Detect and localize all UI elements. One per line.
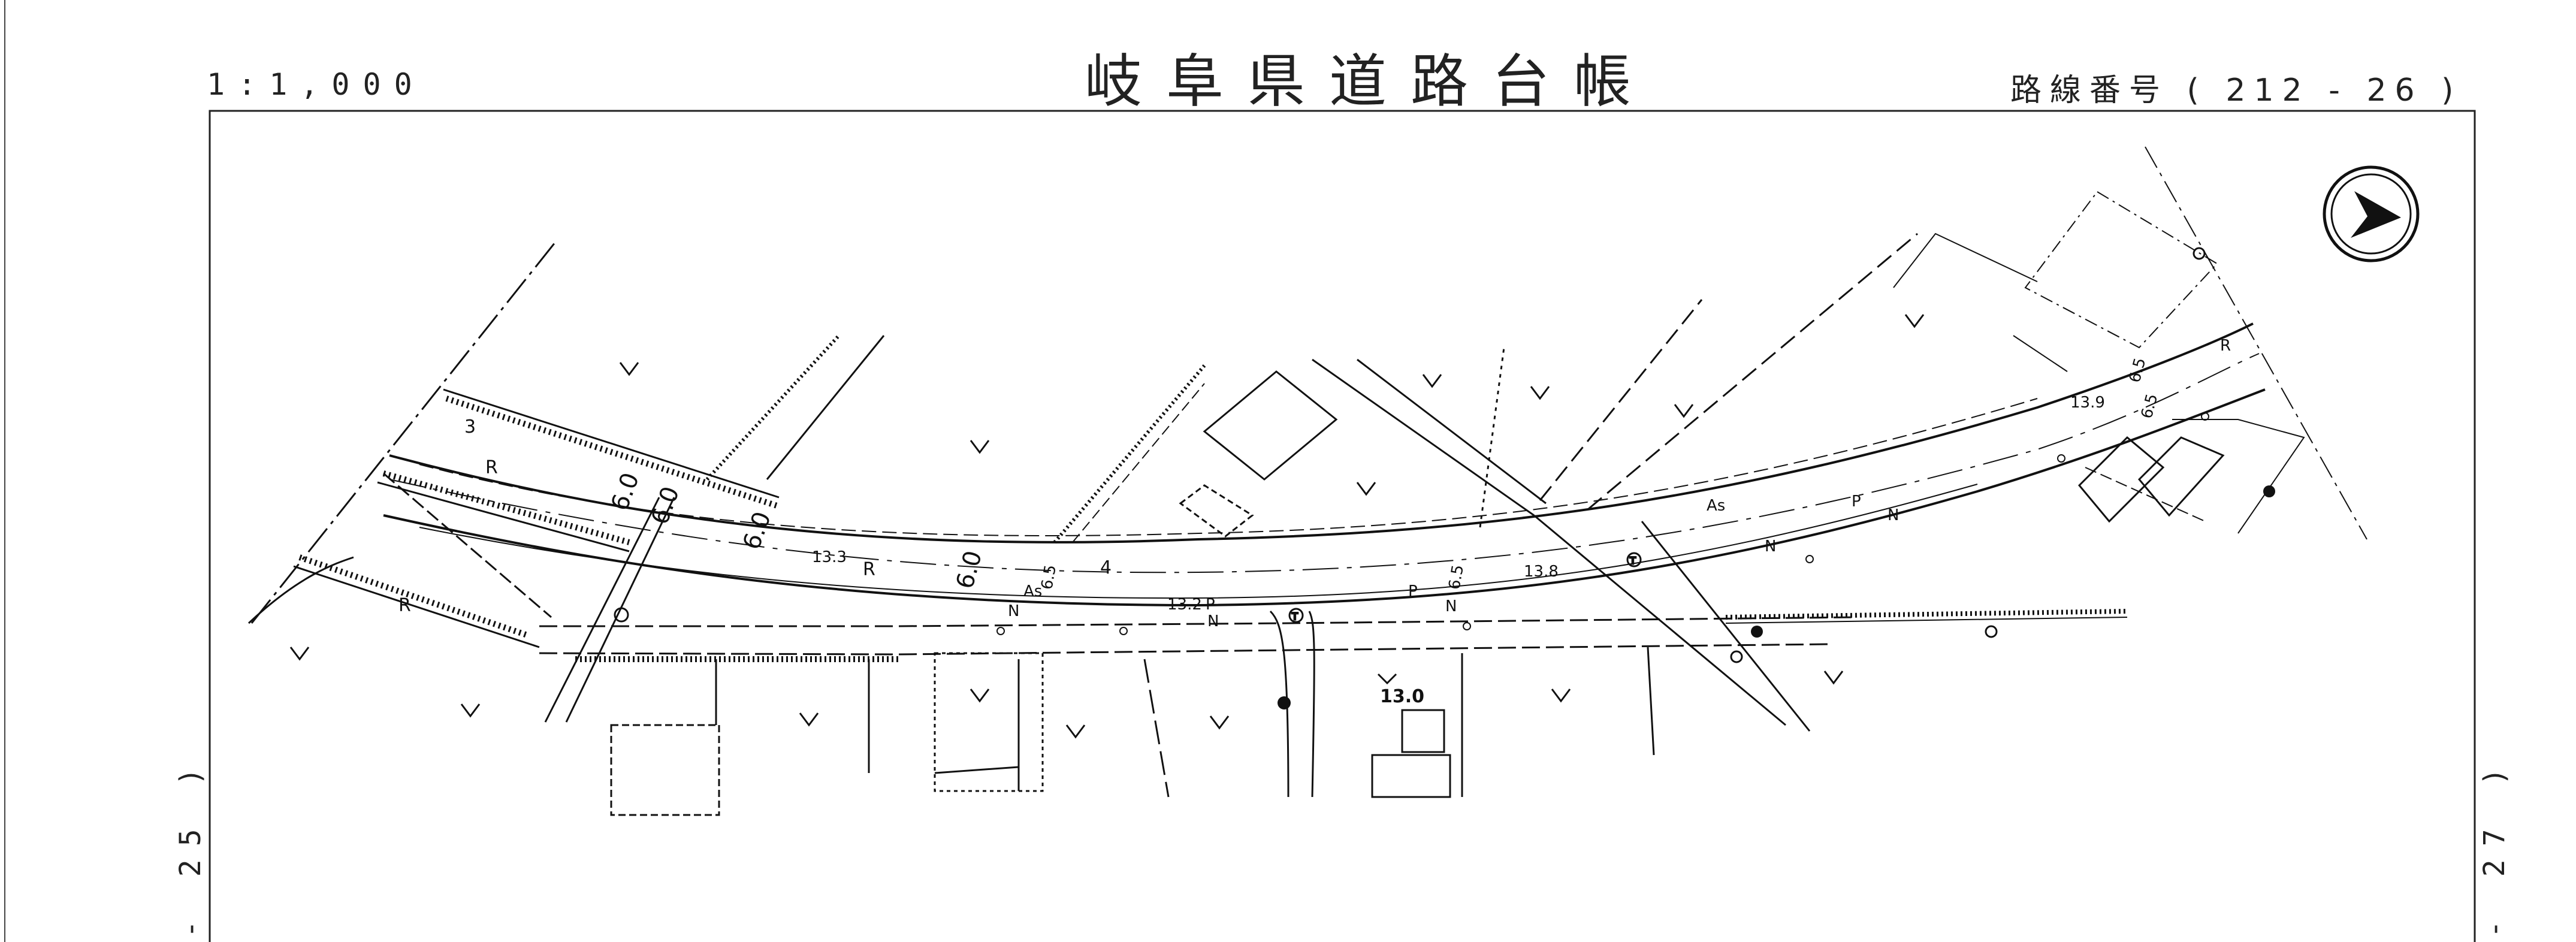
- edge-code: R: [398, 595, 411, 616]
- edge-code: N: [1445, 597, 1457, 615]
- edge-code: R: [2220, 337, 2231, 355]
- number-label: 4: [1100, 557, 1112, 578]
- parcel-boundaries-right: [1893, 146, 2367, 540]
- width-label: 6.5: [2138, 392, 2162, 421]
- width-label: 6.5: [2126, 356, 2150, 385]
- edge-code: P: [2223, 353, 2224, 354]
- edge-code: N: [1207, 612, 1219, 630]
- edge-code: N: [1008, 602, 1019, 620]
- field-mark-icon: [1823, 671, 1844, 685]
- hatched-wall-right: [1725, 609, 2128, 620]
- buildings: [610, 370, 2225, 816]
- surface-label: As: [1707, 497, 1725, 515]
- svg-text:T: T: [1629, 555, 1636, 566]
- route-value: ( 212 - 26 ): [2187, 73, 2462, 108]
- svg-text:T: T: [1291, 611, 1298, 622]
- embankment-left: [247, 239, 1206, 648]
- elevation-label: 13.9: [2070, 394, 2105, 412]
- width-label: 6.0: [738, 508, 777, 554]
- field-mark-icon: [1904, 314, 1925, 328]
- field-mark-icon: [1530, 386, 1550, 400]
- field-mark-icon: [1209, 715, 1230, 730]
- field-mark-icon: [1065, 724, 1086, 739]
- width-label: 6.5: [1445, 563, 1467, 591]
- building: [2137, 436, 2225, 517]
- building: [1179, 484, 1254, 538]
- field-mark-icon: [619, 362, 639, 376]
- sheet-ref-right: - 27 ): [2478, 754, 2511, 938]
- building: [934, 652, 1044, 792]
- surface-label: As: [1023, 582, 1042, 600]
- manhole-icon: T: [1626, 552, 1642, 567]
- lower-road: [539, 609, 2128, 662]
- edge-ticks: [996, 412, 2209, 635]
- edge-code: P: [1408, 582, 1418, 600]
- route-number: 路線番号 ( 212 - 26 ): [2010, 65, 2462, 110]
- side-street-center: [1269, 233, 1918, 798]
- north-arrow-icon: [2323, 165, 2420, 262]
- road-north-edge: [389, 322, 2254, 544]
- field-mark-icon: [1422, 374, 1442, 388]
- field-mark-icon: [460, 704, 481, 718]
- manhole-icon: T: [1288, 608, 1304, 623]
- field-mark-icon: [1377, 673, 1397, 685]
- building: [2077, 436, 2165, 523]
- building: [610, 724, 720, 816]
- manhole-icon: [614, 607, 629, 623]
- width-label: 6.0: [606, 469, 645, 515]
- edge-code: P: [1852, 493, 1861, 511]
- width-label: 6.5: [1038, 563, 1060, 591]
- edge-code: R: [485, 457, 498, 478]
- building: [1203, 370, 1338, 481]
- elevation-label: 13.3: [812, 548, 847, 566]
- map-frame: [209, 110, 2476, 942]
- sidewalk-south: [419, 484, 1978, 599]
- edge-code: R: [863, 559, 875, 580]
- field-mark-icon: [970, 440, 990, 454]
- page-title: 岐阜県道路台帳: [1085, 48, 1655, 115]
- side-street-left: [383, 472, 675, 723]
- edge-code: P: [1206, 596, 1215, 614]
- field-mark-icon: [799, 712, 819, 727]
- utility-pole-icon: [1278, 247, 2275, 709]
- number-label: 3: [464, 416, 476, 437]
- map-scale: 1:1,000: [207, 67, 425, 102]
- elevation-label: 13.2: [1167, 596, 1202, 614]
- field-mark-icon: [1356, 482, 1376, 496]
- edge-code: N: [1765, 538, 1776, 555]
- elevation-label: 13.8: [1524, 563, 1559, 581]
- width-label: 6.0: [646, 483, 685, 529]
- parcel-walls-bottom: [715, 647, 1655, 798]
- lower-road-edge-top: [539, 616, 1858, 627]
- sidewalk-north: [419, 398, 2038, 536]
- main-road: [383, 322, 2266, 607]
- field-mark-icon: [1674, 404, 1694, 418]
- width-label: 6.0: [951, 548, 987, 591]
- field-mark-icon: [970, 689, 990, 703]
- route-label: 路線番号: [2010, 73, 2169, 108]
- field-mark-icon: [1551, 689, 1571, 703]
- lower-road-edge-bottom: [539, 643, 1828, 656]
- field-mark-icon: [289, 647, 310, 661]
- edge-code: N: [1888, 506, 1899, 524]
- sheet-ref-left: - 25 ): [174, 754, 207, 938]
- road-south-edge: [383, 388, 2266, 607]
- road-centerline: [389, 353, 2260, 573]
- building: [1401, 709, 1445, 753]
- field-marks: [289, 314, 1925, 739]
- elevation-label: 13.0: [1380, 686, 1424, 707]
- building: [1371, 754, 1451, 798]
